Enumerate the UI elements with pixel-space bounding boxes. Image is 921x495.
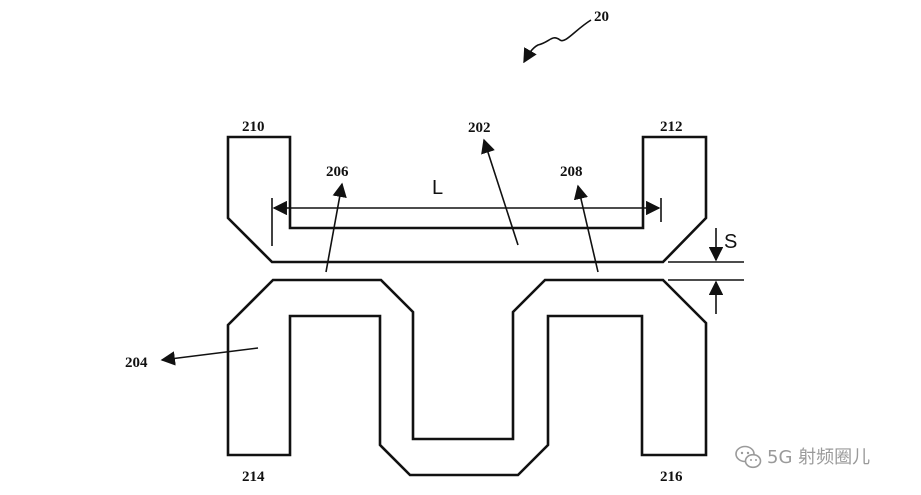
- label-206: 206: [326, 164, 349, 180]
- label-208: 208: [560, 164, 583, 180]
- dimension-s-label: S: [724, 231, 737, 253]
- lower-element-outer: [226, 278, 708, 477]
- reference-squiggle-arrow: [523, 19, 592, 64]
- dimension-l-label: L: [432, 177, 443, 199]
- label-20: 20: [594, 9, 609, 25]
- label-202: 202: [468, 120, 491, 136]
- watermark-text: 5G 射频圈儿: [767, 447, 870, 468]
- arrow-204: [160, 347, 259, 366]
- label-212: 212: [660, 119, 683, 135]
- label-216: 216: [660, 469, 683, 485]
- arrow-202: [481, 138, 519, 246]
- label-210: 210: [242, 119, 265, 135]
- arrow-206: [325, 182, 347, 273]
- upper-element-outline: [226, 135, 708, 264]
- watermark: 5G 射频圈儿: [735, 445, 870, 469]
- label-214: 214: [242, 469, 265, 485]
- label-204: 204: [125, 355, 148, 371]
- wechat-icon: [735, 445, 762, 469]
- arrow-208: [573, 184, 599, 273]
